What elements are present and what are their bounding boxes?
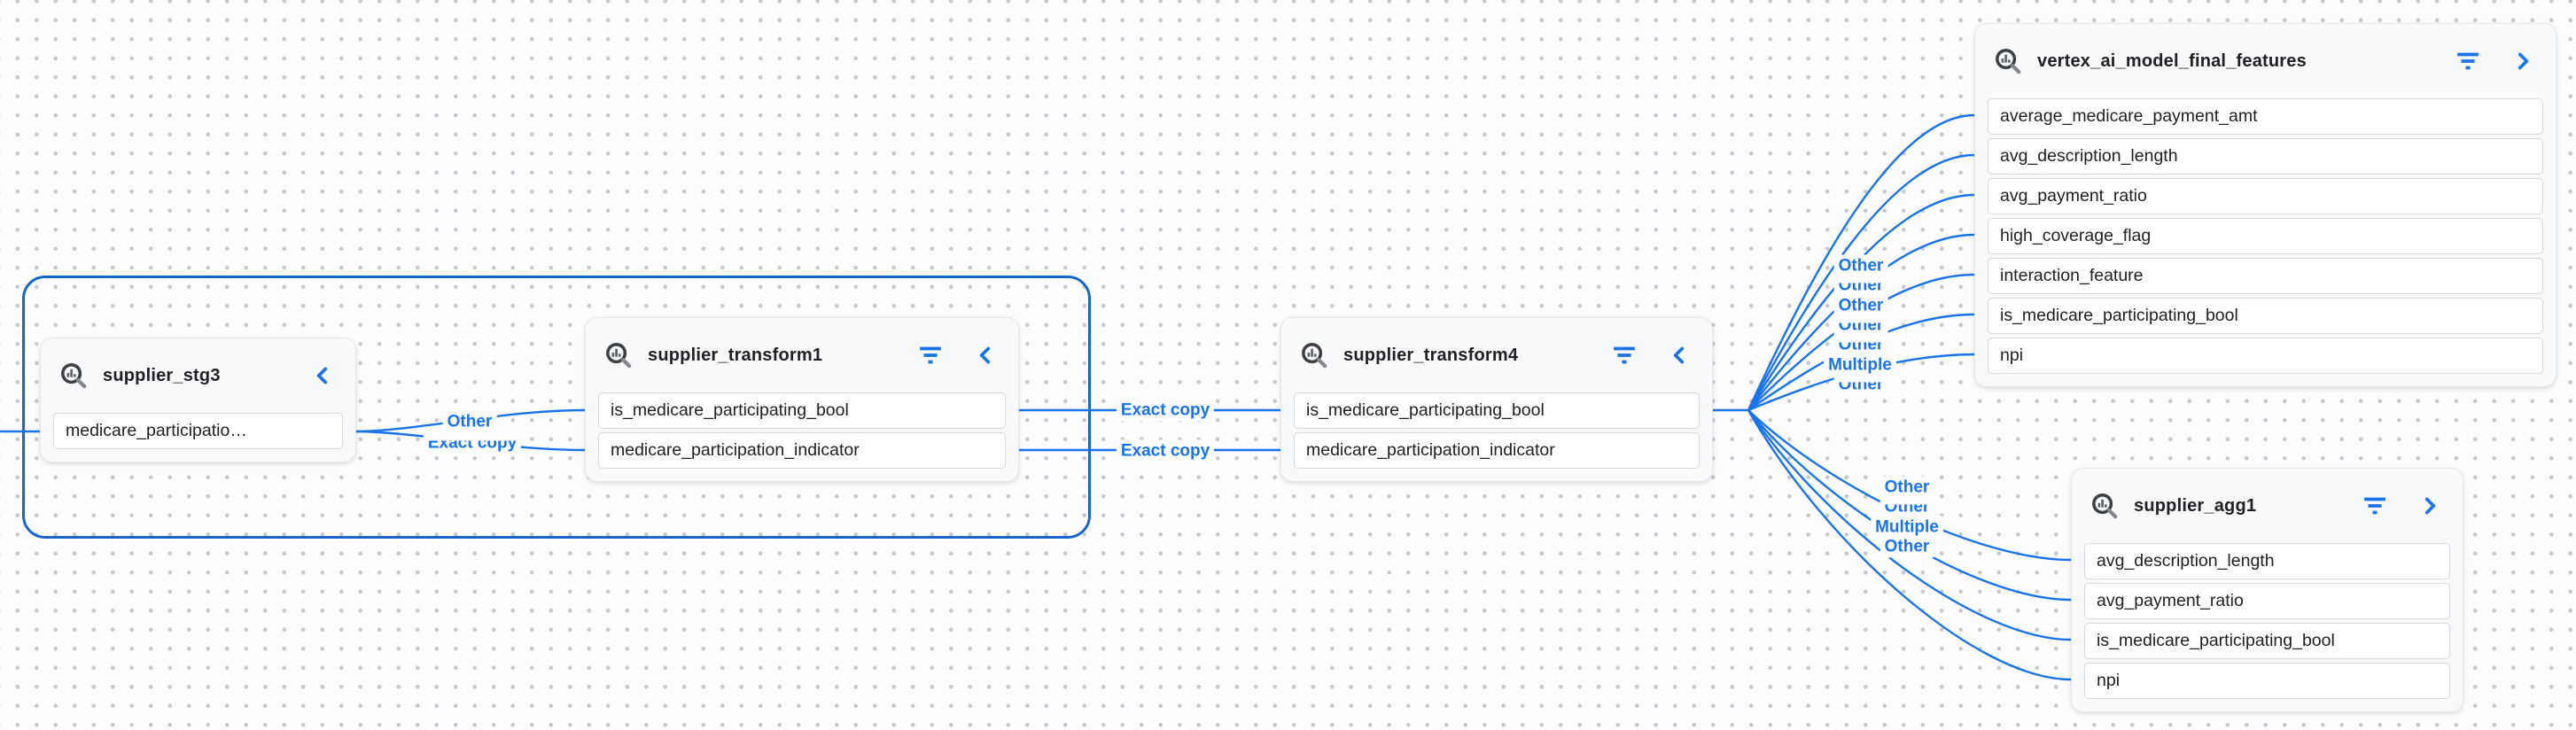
column-row[interactable]: avg_payment_ratio xyxy=(1988,178,2543,214)
column-row[interactable]: avg_description_length xyxy=(2084,543,2450,579)
node-header[interactable]: supplier_transform4 xyxy=(1281,318,1712,392)
node-supplier-transform1[interactable]: supplier_transform1 is_medicare_particip… xyxy=(585,317,1019,482)
edge-label[interactable]: Other xyxy=(1833,294,1888,317)
edge-label[interactable]: Exact copy xyxy=(1116,439,1215,462)
lineage-edge xyxy=(1747,113,1976,412)
chevron-right-icon[interactable] xyxy=(2418,494,2441,517)
node-supplier-transform4[interactable]: supplier_transform4 is_medicare_particip… xyxy=(1280,317,1713,482)
node-title: supplier_transform4 xyxy=(1343,345,1519,365)
node-header[interactable]: supplier_stg3 xyxy=(41,338,355,413)
column-row[interactable]: is_medicare_participating_bool xyxy=(598,392,1006,429)
filter-list-icon[interactable] xyxy=(1611,342,1638,369)
table-search-icon xyxy=(2090,491,2120,521)
node-vertex-ai-model-final-features[interactable]: vertex_ai_model_final_features average_m… xyxy=(1974,23,2557,387)
column-row[interactable]: avg_description_length xyxy=(1988,138,2543,175)
selection-rectangle xyxy=(22,276,1091,539)
filter-list-icon[interactable] xyxy=(2455,48,2481,74)
node-header[interactable]: supplier_transform1 xyxy=(586,318,1018,392)
column-row[interactable]: average_medicare_payment_amt xyxy=(1988,98,2543,135)
table-search-icon xyxy=(58,361,89,391)
column-row[interactable]: high_coverage_flag xyxy=(1988,218,2543,254)
node-supplier-stg3[interactable]: supplier_stg3 medicare_participatio… xyxy=(40,338,356,462)
node-title: supplier_transform1 xyxy=(648,345,823,365)
column-row[interactable]: medicare_participatio… xyxy=(53,413,343,449)
column-row[interactable]: avg_payment_ratio xyxy=(2084,583,2450,619)
node-title: supplier_stg3 xyxy=(103,365,221,385)
edge-label[interactable]: Other xyxy=(1879,495,1934,518)
chevron-left-icon[interactable] xyxy=(974,344,997,367)
node-header[interactable]: vertex_ai_model_final_features xyxy=(1975,24,2556,98)
edge-label[interactable]: Exact copy xyxy=(423,431,522,454)
table-search-icon xyxy=(603,340,634,370)
edge-label[interactable]: Other xyxy=(442,410,497,433)
edge-label[interactable]: Other xyxy=(1833,373,1888,396)
edge-label[interactable]: Multiple xyxy=(1871,516,1943,539)
lineage-edge xyxy=(1747,153,1976,412)
column-row[interactable]: is_medicare_participating_bool xyxy=(1988,298,2543,334)
node-header[interactable]: supplier_agg1 xyxy=(2072,469,2463,543)
chevron-left-icon[interactable] xyxy=(1668,344,1691,367)
column-row[interactable]: medicare_participation_indicator xyxy=(598,432,1006,469)
column-row[interactable]: is_medicare_participating_bool xyxy=(1294,392,1700,429)
chevron-right-icon[interactable] xyxy=(2511,50,2534,73)
table-search-icon xyxy=(1993,46,2023,76)
filter-list-icon[interactable] xyxy=(2362,493,2388,519)
edge-label[interactable]: Other xyxy=(1833,254,1888,277)
node-supplier-agg1[interactable]: supplier_agg1 avg_description_length avg… xyxy=(2071,468,2463,712)
edge-label[interactable]: Other xyxy=(1833,333,1888,356)
edge-label[interactable]: Other xyxy=(1833,274,1888,297)
column-row[interactable]: is_medicare_participating_bool xyxy=(2084,623,2450,659)
lineage-edge xyxy=(1747,408,2073,641)
column-row[interactable]: interaction_feature xyxy=(1988,258,2543,294)
chevron-left-icon[interactable] xyxy=(311,364,334,387)
node-title: vertex_ai_model_final_features xyxy=(2037,50,2307,71)
edge-label[interactable]: Other xyxy=(1879,535,1934,558)
filter-list-icon[interactable] xyxy=(917,342,944,369)
edge-label[interactable]: Exact copy xyxy=(1116,399,1215,422)
edge-label[interactable]: Other xyxy=(1879,476,1934,499)
edge-label[interactable]: Other xyxy=(1833,314,1888,337)
node-title: supplier_agg1 xyxy=(2134,495,2257,516)
column-row[interactable]: medicare_participation_indicator xyxy=(1294,432,1700,469)
lineage-edge xyxy=(1747,408,2073,681)
table-search-icon xyxy=(1299,340,1329,370)
column-row[interactable]: npi xyxy=(1988,338,2543,374)
column-row[interactable]: npi xyxy=(2084,663,2450,699)
edge-label[interactable]: Multiple xyxy=(1824,353,1896,377)
